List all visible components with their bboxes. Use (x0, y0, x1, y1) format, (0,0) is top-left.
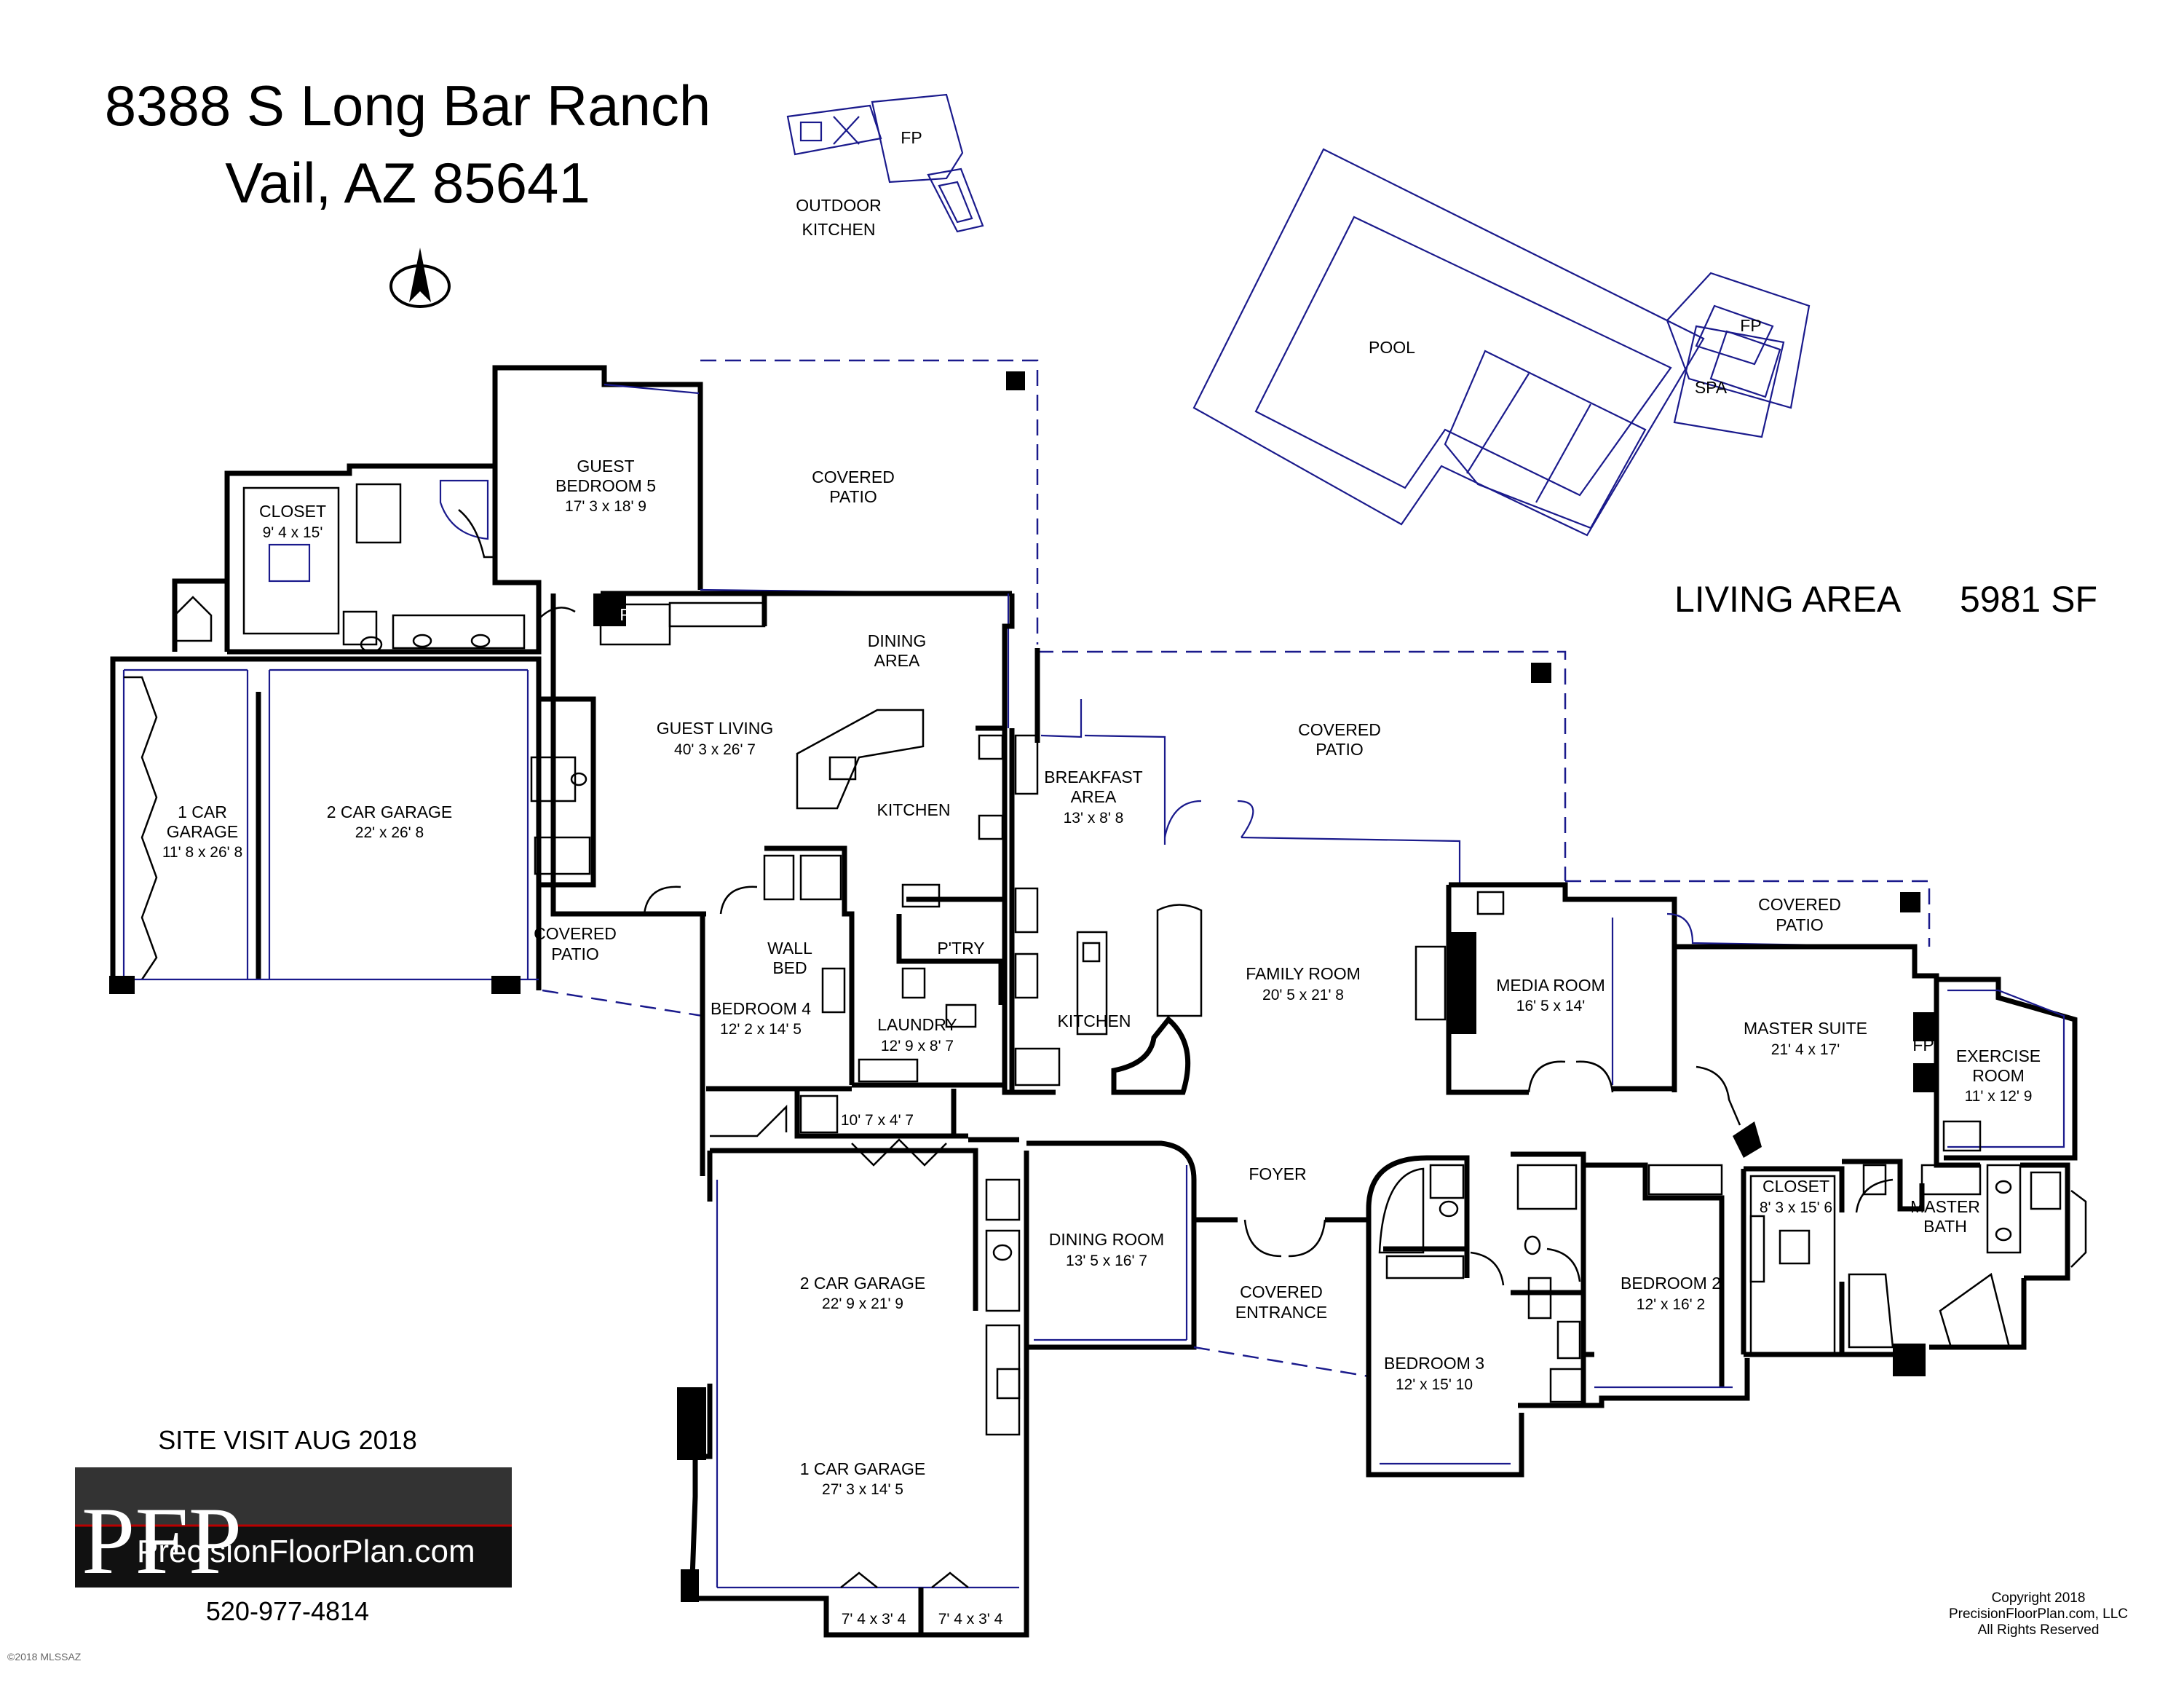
media-fp: FP (1449, 974, 1470, 993)
garage-1car-label-1: 1 CAR (178, 802, 227, 821)
main-kitchen-label: KITCHEN (1058, 1011, 1131, 1030)
covered-patio-1-label-1: COVERED (812, 468, 895, 486)
breakfast-label-2: AREA (1071, 787, 1117, 806)
outdoor-kitchen-label-2: KITCHEN (802, 220, 876, 239)
master-suite-dim: 21' 4 x 17' (1771, 1041, 1840, 1058)
copyright-line-3: All Rights Reserved (1978, 1622, 2100, 1638)
master-bath-label-1: MASTER (1910, 1197, 1980, 1216)
covered-patio-2-label-2: PATIO (551, 944, 599, 963)
storage-a-dim: 10' 7 x 4' 7 (841, 1112, 914, 1129)
pool-label: POOL (1369, 338, 1415, 357)
wall-bed-label-2: BED (772, 958, 807, 977)
family-room-label: FAMILY ROOM (1246, 964, 1361, 983)
garage-2car-b-label: 2 CAR GARAGE (800, 1274, 926, 1293)
guest-bedroom-dim: 17' 3 x 18' 9 (565, 498, 646, 515)
laundry-dim: 12' 9 x 8' 7 (881, 1038, 954, 1054)
guest-fp: FP (620, 605, 641, 624)
guest-bedroom-label-2: BEDROOM 5 (555, 476, 656, 495)
covered-patio-2-label-1: COVERED (534, 924, 617, 943)
dining-room-label: DINING ROOM (1049, 1230, 1164, 1249)
media-room-dim: 16' 5 x 14' (1516, 998, 1585, 1014)
covered-patio-3-label-1: COVERED (1298, 720, 1381, 739)
garage-2car-dim: 22' x 26' 8 (355, 824, 424, 841)
dining-area-label-1: DINING (868, 631, 927, 650)
bedroom4-label: BEDROOM 4 (711, 999, 811, 1018)
bedroom2-dim: 12' x 16' 2 (1637, 1296, 1705, 1313)
breakfast-dim: 13' x 8' 8 (1064, 810, 1124, 827)
breakfast-label-1: BREAKFAST (1044, 768, 1142, 786)
bedroom2-label: BEDROOM 2 (1621, 1274, 1721, 1293)
brand-phone: 520-977-4814 (206, 1596, 369, 1626)
north-arrow-icon (389, 248, 451, 308)
master-fp: FP (1912, 1036, 1934, 1054)
brand-name: PrecisionFloorPlan.com (137, 1534, 475, 1569)
brand-logo: PrecisionFloorPlan.com PFP (75, 1467, 512, 1594)
address-line-2: Vail, AZ 85641 (225, 151, 590, 215)
outdoor-kitchen-label-1: OUTDOOR (796, 196, 882, 215)
watermark: ©2018 MLSSAZ (7, 1651, 82, 1663)
guest-living-dim: 40' 3 x 26' 7 (674, 741, 756, 758)
brand-logo-letters: PFP (82, 1487, 242, 1594)
foyer-label: FOYER (1249, 1164, 1306, 1183)
closet-guest-label: CLOSET (259, 502, 326, 521)
garage-2car-label: 2 CAR GARAGE (327, 802, 453, 821)
garage-1car-label-2: GARAGE (167, 822, 238, 841)
covered-entrance-label-2: ENTRANCE (1235, 1303, 1328, 1322)
spa-label: SPA (1695, 378, 1728, 397)
garage-1car-b-label: 1 CAR GARAGE (800, 1459, 926, 1478)
dining-area-label-2: AREA (874, 651, 920, 670)
outdoor-kitchen-fp: FP (901, 128, 922, 147)
media-room-label: MEDIA ROOM (1496, 976, 1605, 995)
living-area-label: LIVING AREA (1674, 579, 1902, 620)
bedroom4-dim: 12' 2 x 14' 5 (720, 1021, 802, 1038)
address-line-1: 8388 S Long Bar Ranch (105, 74, 711, 138)
copyright-line-2: PrecisionFloorPlan.com, LLC (1949, 1606, 2128, 1622)
covered-patio-1-label-2: PATIO (829, 487, 877, 506)
outdoor-kitchen: FP OUTDOOR KITCHEN (786, 93, 984, 239)
wall-bed-label-1: WALL (767, 939, 812, 958)
guest-living-label: GUEST LIVING (657, 719, 774, 738)
pool: POOL (1192, 148, 1705, 537)
dining-room-dim: 13' 5 x 16' 7 (1066, 1253, 1147, 1269)
exercise-dim: 11' x 12' 9 (1965, 1088, 2033, 1105)
spa: FP SPA (1666, 272, 1811, 438)
copyright-line-1: Copyright 2018 (1992, 1590, 2086, 1606)
storage-b-dim: 7' 4 x 3' 4 (842, 1611, 906, 1628)
covered-patio-4-label-1: COVERED (1758, 895, 1841, 914)
covered-entrance-label-1: COVERED (1240, 1282, 1323, 1301)
family-room-dim: 20' 5 x 21' 8 (1262, 987, 1344, 1003)
closet-master-dim: 8' 3 x 15' 6 (1760, 1199, 1832, 1216)
exercise-label-1: EXERCISE (1956, 1046, 2041, 1065)
closet-master-label: CLOSET (1762, 1177, 1829, 1196)
closet-guest-dim: 9' 4 x 15' (263, 524, 323, 541)
garage-1car-b-dim: 27' 3 x 14' 5 (822, 1481, 903, 1498)
site-visit-note: SITE VISIT AUG 2018 (158, 1425, 417, 1455)
pantry-label: P'TRY (937, 939, 984, 958)
living-area-value: 5981 SF (1960, 579, 2097, 620)
guest-kitchen-label: KITCHEN (877, 800, 951, 819)
laundry-label: LAUNDRY (877, 1015, 957, 1034)
bedroom3-label: BEDROOM 3 (1384, 1354, 1484, 1373)
garage-1car-dim: 11' 8 x 26' 8 (162, 844, 242, 861)
garage-2car-b-dim: 22' 9 x 21' 9 (822, 1295, 903, 1312)
exercise-label-2: ROOM (1972, 1066, 2025, 1085)
master-bath-label-2: BATH (1923, 1217, 1967, 1236)
covered-patio-3-label-2: PATIO (1315, 740, 1364, 759)
master-suite-label: MASTER SUITE (1744, 1019, 1867, 1038)
covered-patio-4-label-2: PATIO (1776, 915, 1824, 934)
bedroom3-dim: 12' x 15' 10 (1396, 1376, 1473, 1393)
storage-c-dim: 7' 4 x 3' 4 (938, 1611, 1003, 1628)
spa-fp: FP (1740, 316, 1761, 335)
guest-bedroom-label-1: GUEST (577, 457, 634, 476)
